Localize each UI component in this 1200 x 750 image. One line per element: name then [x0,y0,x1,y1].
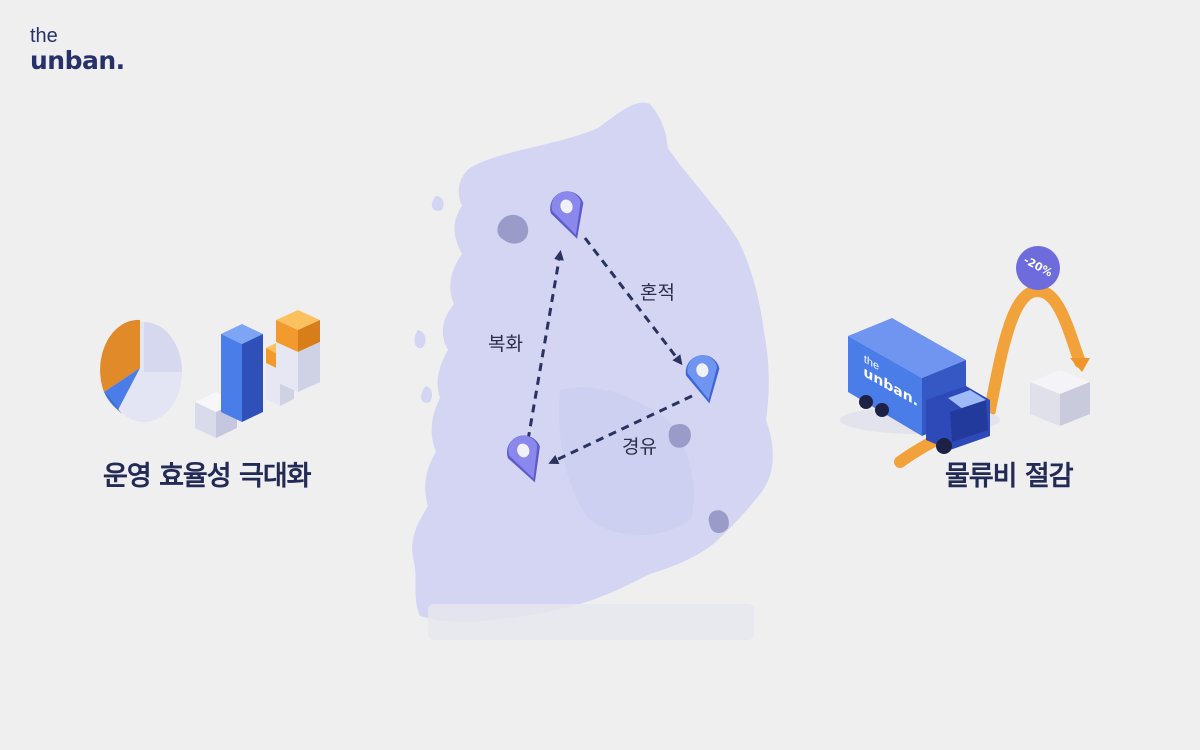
route-label-bokhwa: 복화 [488,333,523,355]
route-arrow-honjeok [583,237,683,366]
bar-stacked-2-icon [276,310,320,392]
route-arrows [526,237,693,464]
discount-badge [1016,246,1060,290]
korea-map [412,102,773,640]
brand-logo: the unban. [30,26,125,73]
logo-unban: unban. [30,46,125,75]
caption-operational-efficiency: 운영 효율성 극대화 [103,461,312,492]
pie-chart-icon [100,319,182,422]
truck-illustration [840,246,1090,468]
route-arrow-bokhwa [526,250,564,441]
map-pin-icon [506,435,540,483]
analytics-illustration [100,310,320,438]
logo-the: the [30,25,58,47]
bar-blue-icon [221,324,263,422]
route-label-gyeongyu: 경유 [622,436,657,458]
caption-logistics-cost-reduction: 물류비 절감 [945,461,1074,492]
route-label-honjeok: 혼적 [640,282,675,304]
map-pin-icon [685,355,720,404]
map-pin-icon [550,191,584,239]
route-arrow-gyeongyu [548,394,693,464]
